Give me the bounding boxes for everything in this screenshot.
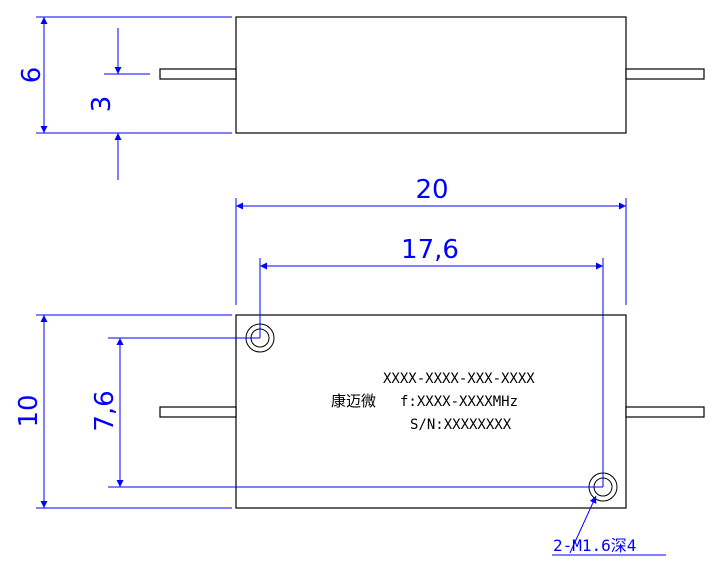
side-view-right-pin [625, 68, 705, 80]
hole-callout: 2-M1.6深4 [552, 495, 666, 556]
hole-callout-text: 2-M1.6深4 [553, 536, 636, 555]
dim-hole-spacing-y: 7,6 [90, 337, 603, 488]
dim-overall-length: 20 [235, 175, 627, 305]
side-view-body [235, 16, 627, 134]
dim-side-height-text: 6 [17, 67, 47, 84]
side-view [159, 16, 705, 134]
dim-overall-width-text: 10 [14, 394, 44, 427]
top-view-left-pin [159, 406, 237, 418]
top-view-body [235, 314, 627, 509]
label-brand: 康迈微 [331, 392, 376, 410]
dim-side-pin-offset: 3 [87, 28, 150, 180]
dim-hole-spacing-x-text: 17,6 [401, 235, 459, 265]
dim-hole-spacing-y-text: 7,6 [90, 390, 120, 431]
dim-side-height: 6 [17, 16, 232, 134]
side-view-left-pin [159, 68, 237, 80]
label-part-number: XXXX-XXXX-XXX-XXXX [383, 371, 535, 387]
label-serial: S/N:XXXXXXXX [410, 417, 512, 433]
top-view: XXXX-XXXX-XXX-XXXX 康迈微 f:XXXX-XXXXMHz S/… [159, 314, 705, 509]
label-frequency: f:XXXX-XXXXMHz [400, 394, 518, 410]
top-view-right-pin [625, 406, 705, 418]
dim-overall-length-text: 20 [415, 175, 448, 205]
dim-hole-spacing-x: 17,6 [259, 235, 604, 487]
dim-side-pin-offset-text: 3 [87, 96, 117, 113]
dim-overall-width: 10 [14, 314, 232, 509]
